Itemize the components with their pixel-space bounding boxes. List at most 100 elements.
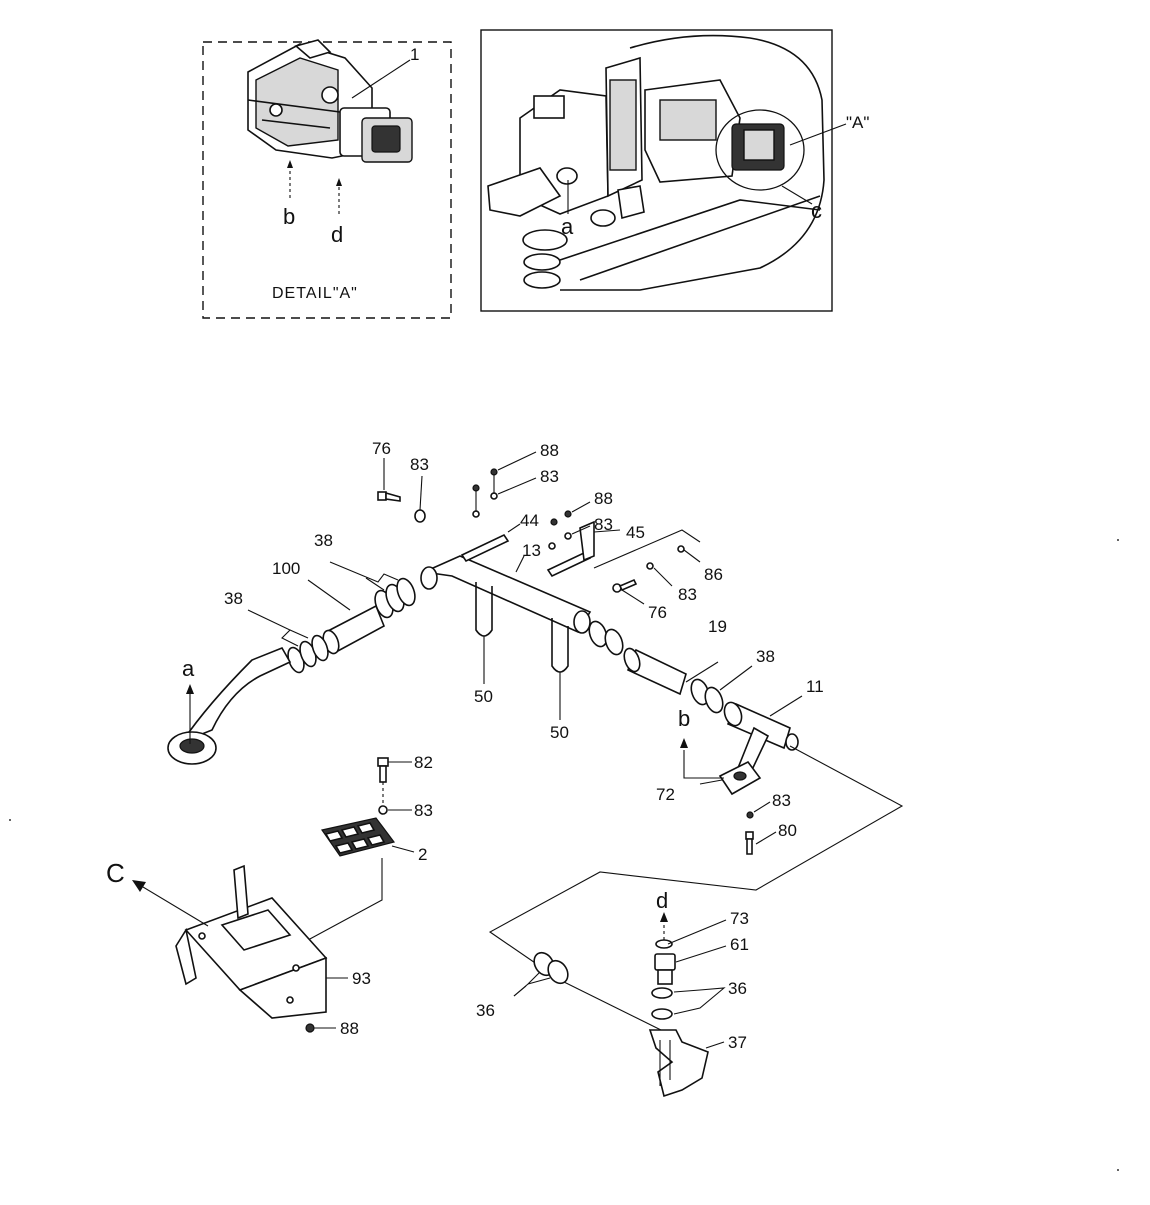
callout-88: 88 (540, 441, 559, 460)
detail-ref-label: "A" (846, 113, 869, 132)
callout-13: 13 (522, 541, 541, 560)
washer-83 (548, 542, 556, 550)
bolt-76-a (377, 491, 401, 502)
leader-line (571, 525, 591, 535)
leader-line (673, 987, 726, 1015)
callout-88: 88 (340, 1019, 359, 1038)
leader-line (781, 185, 813, 205)
leader-line (685, 661, 719, 683)
leader-line (497, 477, 537, 495)
nut-88 (564, 510, 572, 518)
callout-61: 61 (730, 935, 749, 954)
arrow-up-icon (660, 912, 668, 922)
routing-line (559, 979, 666, 1033)
bracket-45-plate (579, 520, 595, 562)
scan-speck (1117, 1169, 1119, 1171)
leader-line (593, 529, 701, 569)
leader-line (571, 501, 591, 513)
flow-label-d: d (656, 888, 668, 913)
flow-label-c: C (106, 858, 125, 888)
leader-line (289, 629, 309, 639)
callout-50: 50 (474, 687, 493, 706)
washer-86 (677, 545, 685, 553)
leader-line (755, 831, 777, 845)
callout-83: 83 (594, 515, 613, 534)
callout-72: 72 (656, 785, 675, 804)
callout-88: 88 (594, 489, 613, 508)
leader-line (769, 695, 803, 717)
callout-83: 83 (414, 801, 433, 820)
leader-line (419, 475, 423, 511)
leader-line (329, 561, 399, 583)
washer-83 (564, 532, 572, 540)
leader-line (675, 945, 727, 963)
callout-83: 83 (678, 585, 697, 604)
bracket-93 (175, 864, 328, 1019)
o-ring-73 (655, 939, 673, 949)
arrow-up-icon (186, 684, 194, 694)
port-c-label: c (811, 198, 822, 223)
callout-45: 45 (626, 523, 645, 542)
upper-structure-illustration (487, 34, 825, 291)
washer-83 (746, 811, 754, 819)
detail-a-frame (202, 41, 452, 319)
bolt-76-b (612, 578, 638, 593)
arrow-left-icon (132, 880, 146, 892)
bolt-80 (745, 831, 754, 855)
routing-line (307, 858, 383, 941)
bolt-82 (377, 757, 389, 783)
clamp-36 (651, 1008, 673, 1020)
port-b-label: b (283, 204, 295, 229)
leader-line (653, 567, 673, 587)
arrow-up-icon (680, 738, 688, 748)
callout-2: 2 (418, 845, 427, 864)
hose-37-ribs (659, 1040, 671, 1086)
callout-38: 38 (314, 531, 333, 550)
leader-line (683, 750, 724, 779)
callout-76: 76 (648, 603, 667, 622)
hose-37 (648, 1029, 709, 1098)
leader-line (621, 589, 645, 605)
leader-line (719, 665, 753, 691)
leader-line (683, 549, 701, 563)
leader-line (247, 609, 299, 647)
routing-line (488, 745, 904, 981)
clamp-36-left (547, 959, 569, 985)
leader-line (513, 985, 527, 997)
arrow-up-icon (336, 178, 342, 186)
flow-label-b: b (678, 706, 690, 731)
callout-1: 1 (410, 45, 419, 64)
leader-line (515, 555, 525, 573)
leader-line (705, 1041, 725, 1049)
callout-86: 86 (704, 565, 723, 584)
washer-83 (414, 509, 426, 523)
washer-83 (646, 562, 654, 570)
washer-83 (378, 805, 388, 815)
pipe-13 (420, 555, 592, 634)
callout-50: 50 (550, 723, 569, 742)
leader-line (391, 845, 415, 853)
callout-44: 44 (520, 511, 539, 530)
callout-82: 82 (414, 753, 433, 772)
valve-block-illustration (247, 39, 413, 163)
callout-36: 36 (728, 979, 747, 998)
terminal-block-2 (320, 817, 396, 857)
callout-80: 80 (778, 821, 797, 840)
callout-73: 73 (730, 909, 749, 928)
leader-line (789, 123, 847, 146)
leader-line (507, 523, 521, 533)
arrow-up-icon (287, 160, 293, 168)
callout-38: 38 (224, 589, 243, 608)
port-a-label: a (561, 214, 574, 239)
nut-88 (305, 1023, 315, 1033)
elbow-pipe (179, 646, 292, 744)
clamp-44 (460, 533, 510, 563)
fitting-61 (654, 953, 676, 985)
leader-line (699, 779, 723, 785)
callout-83: 83 (540, 467, 559, 486)
callout-19: 19 (708, 617, 727, 636)
callout-83: 83 (410, 455, 429, 474)
machine-overview-panel: "A" a c (480, 29, 869, 312)
